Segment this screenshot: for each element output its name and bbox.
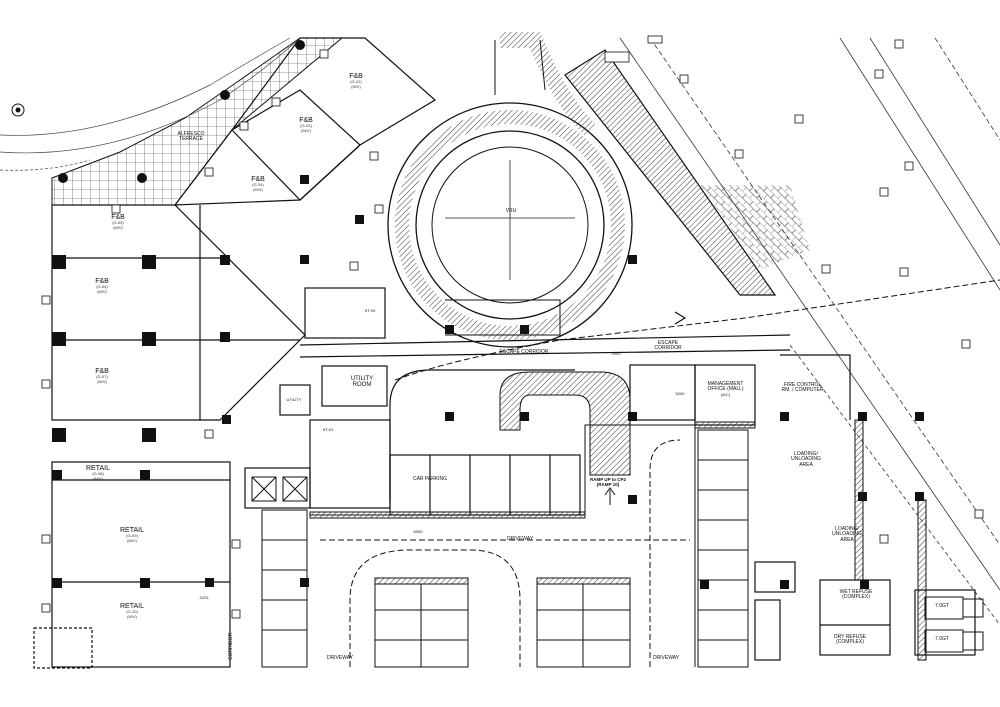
loading-area-label-1: LOADING/ UNLOADING AREA — [791, 451, 821, 468]
escape-corridor-label-2: ESCAPE CORRIDOR — [654, 340, 682, 352]
annotation-tags — [41, 35, 984, 619]
dimension-2000: 2000 — [611, 351, 621, 356]
ramp-arrow-icon — [604, 487, 616, 505]
unit-tag: (M/V) — [253, 186, 263, 192]
diagonal-ramp — [564, 49, 810, 296]
unit-name: RETAIL — [86, 465, 110, 472]
vru-label: VRU — [505, 208, 517, 214]
site-boundary-lines — [619, 37, 1000, 626]
unit-code: (G-02) — [350, 79, 362, 85]
unit-name: RETAIL — [120, 603, 144, 610]
unit-name: F&B — [111, 214, 125, 221]
unit-code: (G-10) — [126, 609, 138, 615]
loading-area-label-2: LOADING/ UNLOADING AREA — [832, 526, 862, 543]
unit-code: (G-04) — [252, 182, 264, 188]
vru-circular-ramp — [387, 32, 633, 348]
fb-g07-label: F&B (G-07) (M/V) — [84, 368, 120, 384]
escape-corridor-label: ESCAPE CORRIDOR — [499, 349, 549, 355]
unit-tag: (M/V) — [97, 378, 107, 384]
unit-name: F&B — [349, 73, 363, 80]
management-office-label: MANAGEMENT OFFICE (MALL) (A/C) — [698, 381, 753, 398]
unit-tag: (M/V) — [113, 224, 123, 230]
fb-g05-label: F&B (G-05) (M/V) — [100, 214, 136, 230]
alfresco-terrace-label: ALFRESCO TERRACE — [177, 131, 205, 143]
unit-name: F&B — [95, 278, 109, 285]
unit-name: RETAIL — [120, 527, 144, 534]
unit-tag: (M/V) — [127, 537, 137, 543]
parking-area — [261, 279, 1000, 668]
site-road-lines — [0, 37, 301, 171]
unit-tag: (M/V) — [301, 127, 311, 133]
unit-tag: (M/V) — [97, 288, 107, 294]
dimension-2475: 2475 — [199, 595, 209, 600]
fire-control-label: FIRE CONTROL RM. / COMPUTER — [781, 382, 824, 394]
truck-label-2: 7.0GT — [935, 636, 949, 642]
unit-code: (G-06) — [96, 284, 108, 290]
fb-g02-label: F&B (G-02) (M/V) — [338, 73, 374, 89]
unit-code: (G-07) — [96, 374, 108, 380]
corridor-vertical-label: CORRIDOR — [228, 632, 234, 660]
room-tag: (A/C) — [720, 391, 731, 397]
dimension-6000: 6000 — [413, 529, 423, 534]
stair-st09-label: ST-09 — [364, 308, 376, 313]
retail-g09-label: RETAIL (G-09) (M/V) — [110, 527, 154, 543]
unit-code: (G-05) — [112, 220, 124, 226]
fb-g06-label: F&B (G-06) (M/V) — [84, 278, 120, 294]
driveway-label-left: DRIVEWAY — [326, 655, 354, 661]
stair-st01-label: ST-01 — [322, 427, 334, 432]
retail-g08-label: RETAIL (G-08) (M/V) — [76, 465, 120, 481]
fb-g03-label: F&B (G-03) (M/V) — [288, 117, 324, 133]
lift-cars — [251, 476, 308, 502]
dimension-5200: 5200 — [675, 391, 685, 396]
unit-code: (G-09) — [126, 533, 138, 539]
survey-marker-icon — [11, 103, 25, 117]
car-parking-label: CAR PARKING — [412, 476, 448, 482]
refuse-trucks — [924, 596, 984, 653]
unit-code: (G-08) — [92, 471, 104, 477]
retail-zones — [33, 461, 231, 669]
unit-tag: (M/V) — [351, 83, 361, 89]
driveway-label-right: DRIVEWAY — [652, 655, 680, 661]
truck-label-1: 7.0GT — [935, 603, 949, 609]
utility-room-label: UTILITY ROOM — [350, 376, 374, 389]
wet-refuse-label: WET REFUSE (COMPLEX) — [839, 589, 873, 601]
unit-name: F&B — [251, 176, 265, 183]
unit-name: F&B — [95, 368, 109, 375]
ramp-up-label: RAMP UP to CP2 (RAMP 10) — [589, 477, 627, 487]
unit-tag: (M/V) — [93, 475, 103, 481]
utility-label: UTILITY — [286, 397, 302, 402]
room-name: MANAGEMENT OFFICE (MALL) — [707, 381, 744, 393]
traffic-arrow-icon — [674, 311, 687, 325]
driveway-label-main: DRIVEWAY — [506, 536, 534, 542]
unit-code: (G-03) — [300, 123, 312, 129]
unit-name: F&B — [299, 117, 313, 124]
unit-tag: (M/V) — [127, 613, 137, 619]
u-ramp — [499, 371, 631, 476]
dry-refuse-label: DRY REFUSE (COMPLEX) — [833, 634, 867, 646]
fb-g04-label: F&B (G-04) (M/V) — [240, 176, 276, 192]
retail-g10-label: RETAIL (G-10) (M/V) — [110, 603, 154, 619]
